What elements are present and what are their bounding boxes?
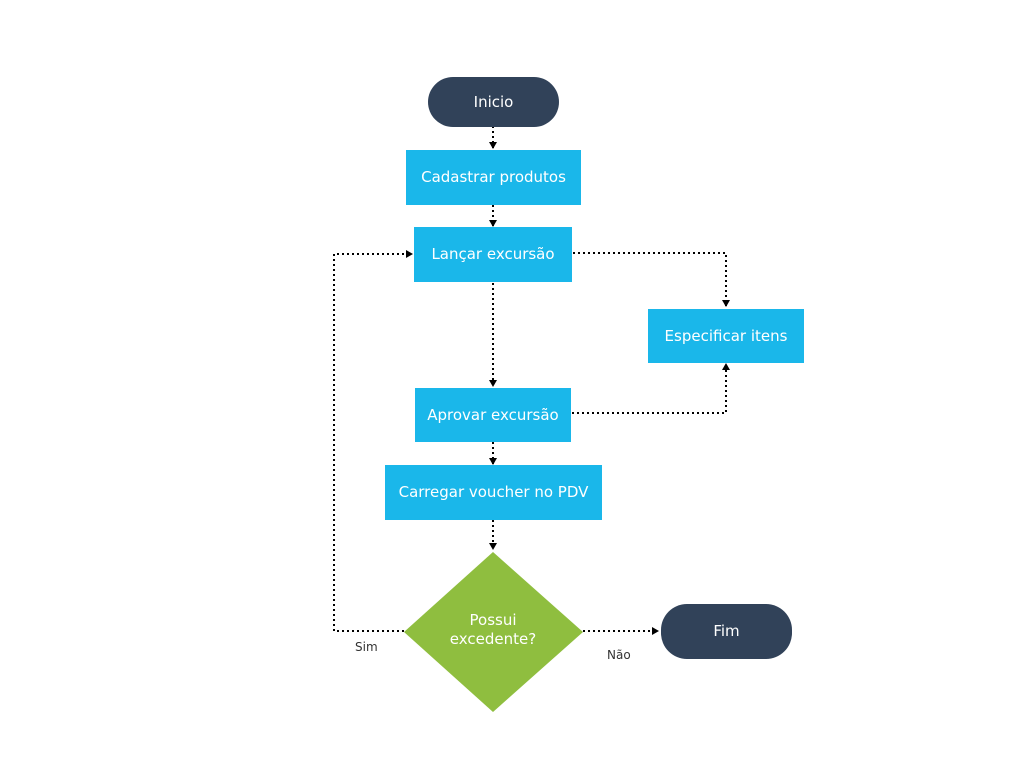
- lancar-excursao-node: Lançar excursão: [414, 227, 572, 282]
- lancar-excursao-label: Lançar excursão: [431, 245, 555, 263]
- decision-diamond: [404, 552, 583, 712]
- start-node: Inicio: [428, 77, 559, 127]
- start-node-label: Inicio: [473, 92, 514, 111]
- cadastrar-produtos-node: Cadastrar produtos: [406, 150, 581, 205]
- decision-node-label: Possui excedente?: [449, 611, 537, 648]
- carregar-voucher-node: Carregar voucher no PDV: [385, 465, 602, 520]
- especificar-itens-label: Especificar itens: [664, 326, 788, 345]
- end-node-label: Fim: [713, 622, 740, 640]
- cadastrar-produtos-label: Cadastrar produtos: [421, 168, 566, 186]
- edge-label-sim: Sim: [355, 640, 378, 654]
- edge-decisao-lancar: [333, 250, 413, 632]
- edge-lancar-especificar: [573, 252, 730, 307]
- especificar-itens-node: Especificar itens: [648, 309, 804, 363]
- aprovar-excursao-node: Aprovar excursão: [415, 388, 571, 442]
- edge-label-nao: Não: [607, 648, 631, 662]
- edge-aprovar-especificar: [572, 363, 730, 414]
- carregar-voucher-label: Carregar voucher no PDV: [398, 483, 589, 501]
- end-node: Fim: [661, 604, 792, 659]
- aprovar-excursao-label: Aprovar excursão: [427, 405, 559, 424]
